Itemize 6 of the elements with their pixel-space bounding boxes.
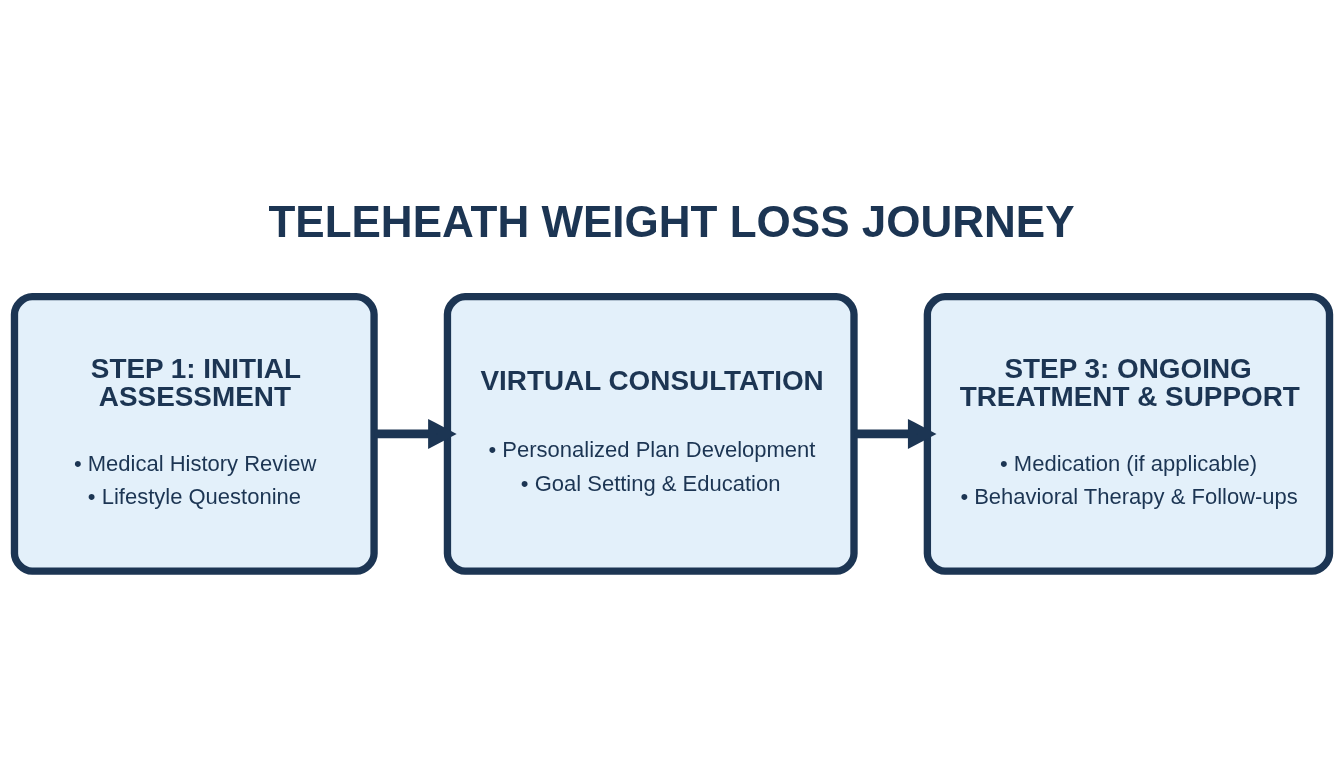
node-box: STEP 3: ONGOING TREATMENT & SUPPORT • Medication (if applicable) • Behavioral Therapy & Follow-ups — [923, 293, 1334, 575]
arrow — [854, 418, 937, 449]
arrow — [374, 418, 457, 449]
diagram-title: TELEHEATH WEIGHT LOSS JOURNEY — [268, 196, 1075, 246]
node-box: VIRTUAL CONSULTATION • Personalized Plan Development • Goal Setting & Education — [443, 293, 858, 575]
node-box: STEP 1: INITIAL ASSESSMENT • Medical History Review • Lifestyle Questonine — [10, 293, 378, 575]
